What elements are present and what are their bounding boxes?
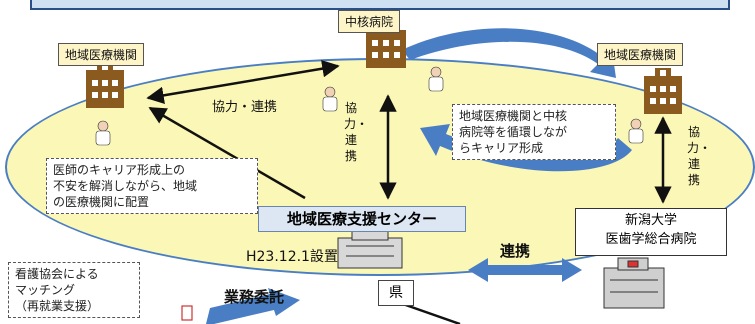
arrow-center-left: [148, 106, 306, 200]
cooperation-vertical-label-right: 協力・連携: [687, 125, 712, 187]
career-anxiety-line-1: 医師のキャリア形成上の: [53, 163, 186, 177]
doctor-icon-right: [628, 118, 644, 144]
double-arrow-collaboration: [468, 258, 582, 282]
regional-medical-support-center-label: 地域医療支援センター: [258, 206, 466, 232]
university-hospital-box: 新潟大学 医歯学総合病院: [575, 208, 727, 256]
arrow-left-core: [146, 59, 340, 105]
nursing-matching-note: 看護協会による マッチング （再就業支援）: [8, 262, 140, 318]
regional-institution-right-label: 地域医療機関: [597, 43, 684, 66]
nursing-line-2: マッチング: [15, 283, 76, 297]
university-hospital-building-icon: [603, 257, 665, 309]
building-right-icon: [644, 68, 682, 114]
career-anxiety-note: 医師のキャリア形成上の 不安を解消しながら、地域 の医療機関に配置: [46, 158, 258, 214]
blue-arrow-outsourcing: [206, 288, 300, 324]
doctor-icon-left: [95, 120, 111, 146]
cooperation-horizontal-label: 協力・連携: [212, 100, 278, 115]
small-document-icon: [181, 305, 193, 321]
university-name: 新潟大学: [624, 213, 677, 228]
prefecture-box: 県: [378, 280, 414, 306]
arrow-lower-right: [399, 301, 461, 324]
title-banner: [30, 0, 730, 10]
curved-arrow-top: [402, 28, 616, 79]
collaboration-label: 連携: [500, 242, 531, 260]
support-center-building-icon: [337, 229, 403, 269]
nursing-line-1: 看護協会による: [15, 267, 99, 281]
established-date-label: H23.12.1設置: [246, 249, 338, 265]
career-anxiety-line-2: 不安を解消しながら、地域: [53, 179, 198, 193]
core-hospital-label: 中核病院: [338, 10, 401, 33]
doctor-icon-center: [322, 86, 338, 112]
cooperation-vertical-label-center: 協力・連携: [344, 101, 369, 163]
university-hospital-name: 医歯学総合病院: [605, 232, 697, 247]
regional-institution-left-label: 地域医療機関: [58, 43, 145, 66]
building-left-icon: [86, 62, 124, 108]
career-loop-line-1: 地域医療機関と中核: [459, 109, 568, 123]
career-loop-line-2: 病院等を循環しなが: [459, 125, 568, 139]
doctor-icon-top: [428, 66, 444, 92]
career-loop-note: 地域医療機関と中核 病院等を循環しなが らキャリア形成: [452, 104, 616, 160]
outsourcing-label: 業務委託: [224, 288, 285, 306]
career-anxiety-line-3: の医療機関に配置: [53, 195, 150, 209]
career-loop-line-3: らキャリア形成: [459, 141, 544, 155]
nursing-line-3: （再就業支援）: [15, 299, 100, 313]
